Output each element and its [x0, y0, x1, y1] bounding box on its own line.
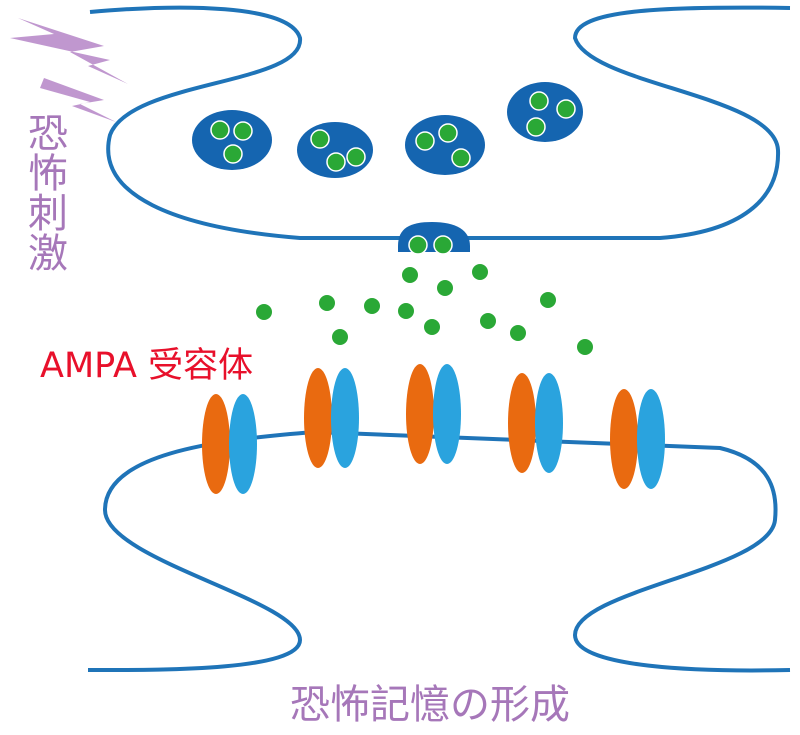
neurotransmitter	[364, 298, 380, 314]
stimulus-label: 恐怖刺激	[21, 112, 67, 272]
neurotransmitter	[480, 313, 496, 329]
vesicle	[192, 110, 272, 170]
neurotransmitter	[437, 280, 453, 296]
vesicle	[507, 82, 583, 142]
neurotransmitter	[332, 329, 348, 345]
neurotransmitter	[319, 295, 335, 311]
neurotransmitter	[398, 303, 414, 319]
vesicle	[297, 122, 373, 178]
neurotransmitter-cloud	[256, 264, 593, 355]
neurotransmitter	[472, 264, 488, 280]
fusing-vesicle	[398, 222, 470, 255]
postsynaptic-membrane	[87, 429, 791, 673]
ampa-receptor	[610, 389, 665, 489]
ampa-receptor	[406, 364, 461, 464]
neurotransmitter	[256, 304, 272, 320]
ampa-receptor-label: AMPA 受容体	[40, 346, 254, 386]
neurotransmitter	[540, 292, 556, 308]
presynaptic-membrane	[89, 5, 791, 240]
ampa-receptor	[304, 368, 359, 468]
ampa-receptor	[202, 394, 257, 494]
caption: 恐怖記憶の形成	[290, 682, 570, 728]
ampa-receptor	[508, 373, 563, 473]
vesicle	[405, 115, 485, 175]
neurotransmitter	[577, 339, 593, 355]
neurotransmitter	[510, 325, 526, 341]
lightning-bolt-icon	[10, 18, 128, 122]
neurotransmitter	[424, 319, 440, 335]
neurotransmitter	[402, 267, 418, 283]
